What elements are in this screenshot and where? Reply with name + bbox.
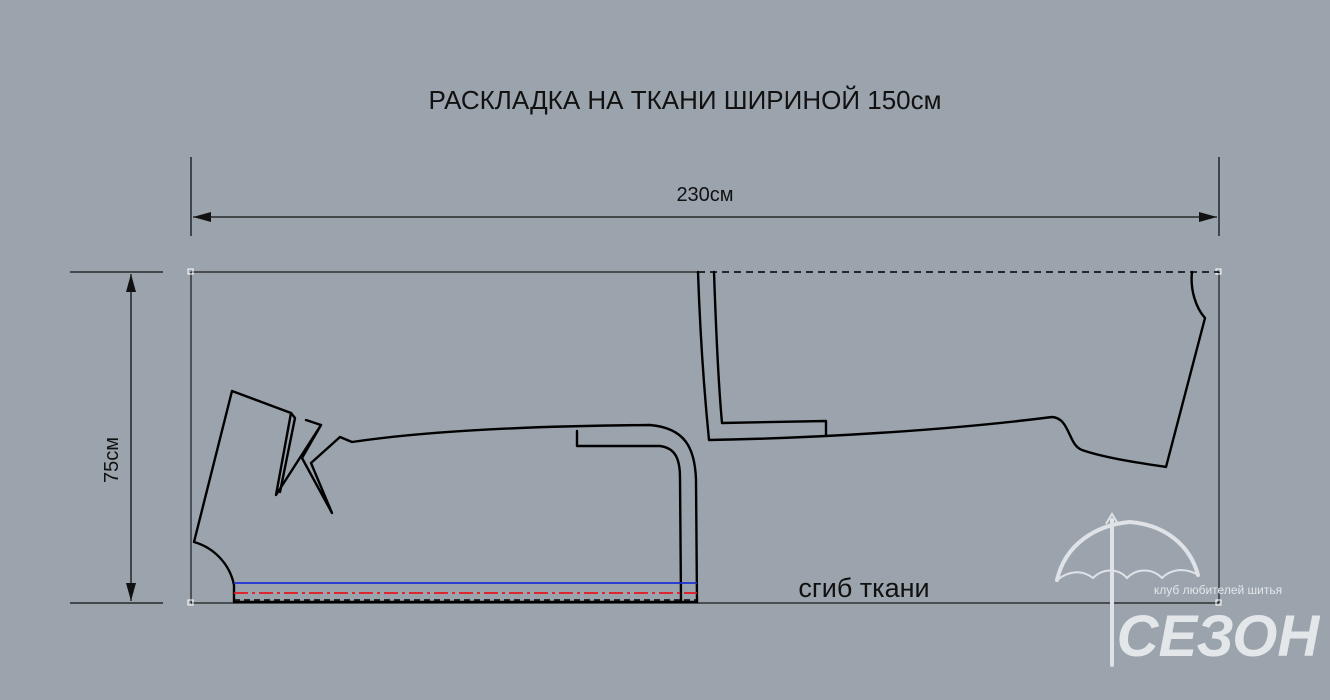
back-piece-outline [696,270,1207,469]
fold-label: сгиб ткани [798,573,929,603]
width-label: 230см [676,184,733,206]
width-arrow-left [193,212,211,222]
logo: клуб любителей шитья СЕЗОН [1055,512,1321,669]
front-pattern-piece [192,389,699,604]
back-pattern-piece [696,270,1219,469]
height-label: 75см [101,437,123,483]
corner-marker [187,268,194,275]
height-dimension: 75см [70,271,163,604]
back-piece-facing [712,270,828,438]
corner-marker [1215,599,1222,606]
front-facing [575,429,683,604]
height-arrow-top [126,274,136,292]
corner-marker [187,599,194,606]
lapel-notch [304,418,323,427]
logo-tagline: клуб любителей шитья [1154,583,1282,597]
lapel-line [278,411,297,494]
front-piece-outline [192,389,699,604]
width-arrow-right [1199,212,1217,222]
height-arrow-bottom [126,583,136,601]
logo-name: СЕЗОН [1117,604,1321,669]
umbrella-icon [1055,512,1200,667]
diagram-title: РАСКЛАДКА НА ТКАНИ ШИРИНОЙ 150см [429,85,942,115]
width-dimension: 230см [190,157,1220,236]
